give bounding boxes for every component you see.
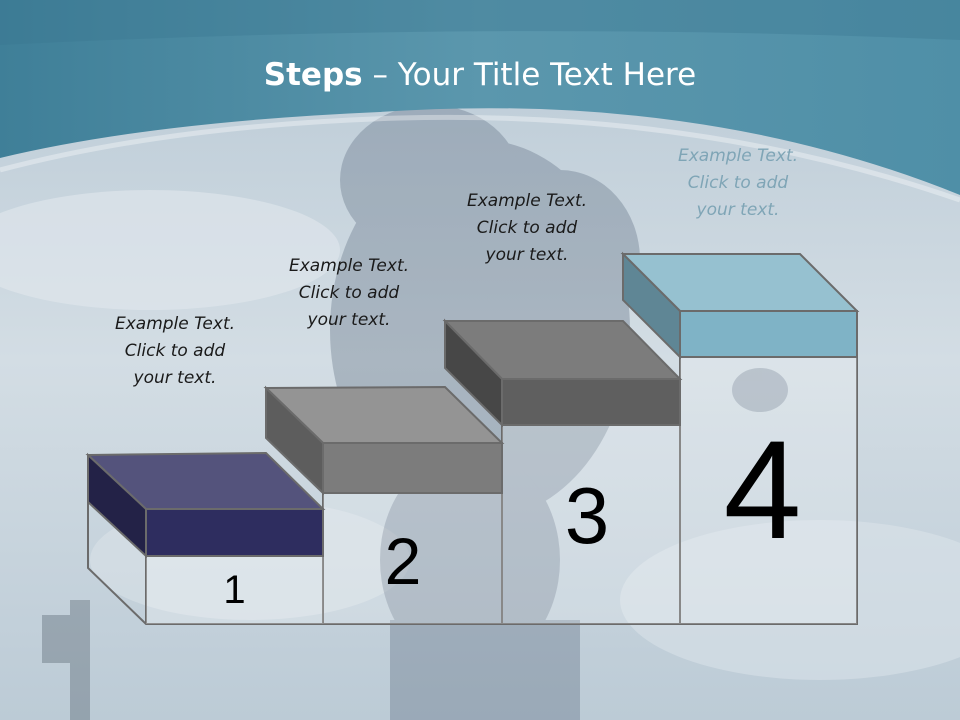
slide-title[interactable]: Steps – Your Title Text Here bbox=[0, 52, 960, 98]
step-3-slab[interactable] bbox=[442, 318, 683, 428]
title-bold: Steps bbox=[263, 57, 363, 93]
step-1-slab[interactable] bbox=[85, 451, 326, 559]
step-3-caption[interactable]: Example Text. Click to add your text. bbox=[466, 191, 588, 265]
step-1-number: 1 bbox=[223, 568, 246, 612]
step-4-number: 4 bbox=[723, 411, 802, 568]
step-2-caption[interactable]: Example Text. Click to add your text. bbox=[288, 256, 410, 330]
step-4-slab[interactable] bbox=[620, 251, 860, 360]
background-figure bbox=[330, 105, 788, 720]
step-4-caption[interactable]: Example Text. Click to add your text. bbox=[677, 146, 799, 220]
step-3-number: 3 bbox=[564, 471, 610, 560]
step-1-caption[interactable]: Example Text. Click to add your text. bbox=[114, 314, 236, 388]
title-rest: – Your Title Text Here bbox=[362, 57, 697, 93]
background-pole bbox=[42, 600, 90, 720]
step-2-slab[interactable] bbox=[263, 385, 505, 496]
step-2-number: 2 bbox=[384, 524, 422, 598]
